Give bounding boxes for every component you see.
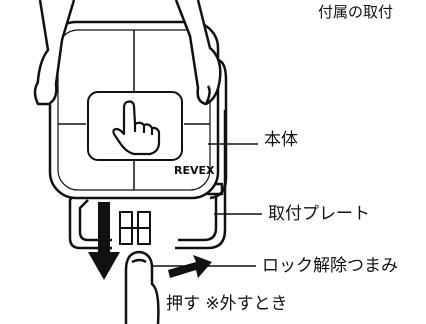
- top-hands: [33, 0, 222, 106]
- pointing-hand-icon: [112, 100, 161, 156]
- label-body: 本体: [264, 130, 298, 150]
- finger: [124, 250, 160, 324]
- leader-lines: [152, 143, 262, 267]
- label-lock-release-knob: ロック解除つまみ: [262, 256, 398, 276]
- label-push-note: 押す ※外すとき: [166, 294, 288, 314]
- lock-release-knob: [119, 211, 151, 245]
- label-mounting-plate: 取付プレート: [268, 204, 370, 224]
- down-arrow-icon: [88, 202, 120, 280]
- brand-logo: REVEX: [174, 164, 215, 177]
- label-top-partial: 付属の取付: [318, 3, 394, 21]
